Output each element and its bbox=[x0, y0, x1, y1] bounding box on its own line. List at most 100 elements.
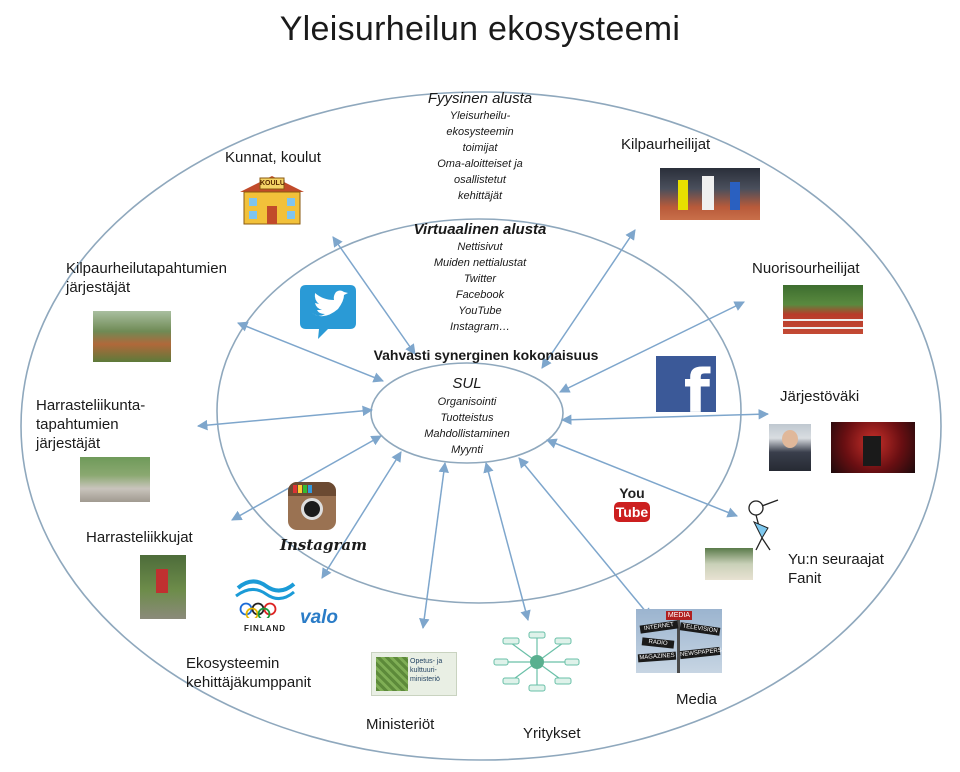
sign-magazines: MAGAZINES bbox=[637, 651, 677, 663]
physical-line: ekosysteemin bbox=[446, 126, 514, 138]
ministry-line: kulttuuri- bbox=[410, 667, 437, 674]
instagram-stripe bbox=[298, 485, 302, 493]
label-kehittajat: Ekosysteemin kehittäjäkumppanit bbox=[186, 654, 311, 692]
virtual-line: Muiden nettialustat bbox=[433, 257, 527, 269]
virtual-line: Facebook bbox=[455, 289, 505, 301]
physical-line: osallistetut bbox=[454, 174, 506, 186]
media-signpost: MEDIA INTERNET TELEVISION RADIO MAGAZINE… bbox=[636, 609, 722, 673]
harrastetapahtumat-photo bbox=[80, 457, 150, 502]
label-line: kehittäjäkumppanit bbox=[186, 674, 312, 691]
facebook-logo: f bbox=[656, 356, 716, 412]
youtube-logo: You Tube bbox=[614, 485, 650, 525]
sign-newspapers: NEWSPAPERS bbox=[679, 646, 722, 660]
label-nuoriso: Nuorisourheilijat bbox=[752, 260, 860, 277]
outer-ellipse bbox=[20, 91, 942, 761]
network-drawing bbox=[493, 631, 580, 692]
olympic-rings-icon bbox=[235, 579, 296, 621]
label-yritykset: Yritykset bbox=[523, 725, 581, 742]
sign-television: TELEVISION bbox=[679, 622, 721, 636]
school-icon: KOULU bbox=[236, 170, 308, 226]
harrasteliikkujat-photo bbox=[140, 555, 186, 619]
physical-platform-heading: Fyysinen alusta bbox=[427, 90, 533, 107]
label-kilpaurheilijat: Kilpaurheilijat bbox=[621, 136, 711, 153]
arrow-kilpailutapahtumat bbox=[237, 321, 384, 383]
ministry-line: ministeriö bbox=[410, 676, 440, 683]
arrow-nuoriso bbox=[559, 301, 745, 393]
runner-figure bbox=[678, 180, 688, 210]
arrow-harrasteliikkujat bbox=[231, 435, 382, 521]
virtual-line: Twitter bbox=[463, 273, 497, 285]
yritykset-network-graphic bbox=[493, 631, 581, 693]
arrow-kehittajat bbox=[321, 451, 402, 579]
virtual-platform: Virtuaalinen alusta Nettisivut Muiden ne… bbox=[390, 222, 570, 335]
label-harrasteliikkujat: Harrasteliikkujat bbox=[86, 529, 193, 546]
sul-line: Mahdollistaminen bbox=[424, 428, 510, 440]
sul-line: Myynti bbox=[451, 444, 483, 456]
valo-logo: valo bbox=[300, 607, 339, 628]
arrow-ministeriot bbox=[419, 461, 449, 630]
physical-line: Oma-aloitteiset ja bbox=[437, 158, 523, 170]
jarjestovaki-photo-person bbox=[769, 424, 811, 471]
school-drawing bbox=[240, 176, 304, 225]
arrow-kunnat bbox=[332, 236, 416, 355]
fan-cartoon-drawing bbox=[748, 499, 779, 551]
virtual-line: Instagram… bbox=[450, 321, 510, 333]
youtube-you: You bbox=[619, 485, 645, 501]
fanit-photo bbox=[705, 548, 753, 580]
instagram-stripe bbox=[293, 485, 297, 493]
sul-heading: SUL bbox=[452, 375, 482, 392]
nuoriso-photo bbox=[783, 285, 863, 334]
sign-radio: RADIO bbox=[641, 637, 675, 649]
physical-platform: Fyysinen alusta Yleisurheilu- ekosysteem… bbox=[400, 91, 560, 204]
track-line bbox=[783, 327, 863, 329]
ministry-emblem bbox=[376, 657, 408, 691]
kilpailutapahtumat-photo bbox=[93, 311, 171, 362]
instagram-wordmark: Instagram bbox=[280, 536, 367, 554]
sul-center: SUL Organisointi Tuotteistus Mahdollista… bbox=[392, 374, 542, 458]
signpost-pole bbox=[677, 617, 680, 673]
virtual-line: YouTube bbox=[458, 305, 502, 317]
arrow-fanit bbox=[546, 438, 738, 518]
label-line: järjestäjät bbox=[36, 435, 101, 452]
ministry-line: Opetus- ja bbox=[410, 658, 443, 665]
runner-figure bbox=[156, 569, 168, 593]
finland-text: FINLAND bbox=[243, 624, 287, 633]
jarjestovaki-photo-event bbox=[831, 422, 915, 473]
ministry-logo: Opetus- ja kulttuuri- ministeriö bbox=[371, 652, 457, 696]
label-kunnat: Kunnat, koulut bbox=[225, 149, 321, 166]
label-harrastetapahtumat: Harrasteliikunta- tapahtumien järjestäjä… bbox=[36, 396, 145, 453]
sul-line: Organisointi bbox=[437, 396, 497, 408]
synergy-label: Vahvasti synerginen kokonaisuus bbox=[373, 347, 599, 363]
physical-line: kehittäjät bbox=[457, 190, 503, 202]
twitter-logo bbox=[298, 283, 358, 341]
runner-figure bbox=[730, 182, 740, 210]
person-head bbox=[782, 430, 798, 448]
arrow-yritykset bbox=[483, 461, 531, 622]
virtual-platform-heading: Virtuaalinen alusta bbox=[413, 221, 547, 238]
instagram-stripe bbox=[303, 485, 307, 493]
label-line: Harrasteliikunta- bbox=[36, 397, 146, 414]
person-silhouette bbox=[863, 436, 881, 466]
instagram-logo bbox=[288, 482, 336, 530]
arrow-jarjestovaki bbox=[560, 409, 770, 425]
label-line: järjestäjät bbox=[66, 279, 131, 296]
olympic-finland-logo: FINLAND bbox=[232, 574, 298, 636]
sign-internet: INTERNET bbox=[639, 620, 679, 634]
arrow-harrastetapahtumat bbox=[196, 405, 374, 431]
arrows bbox=[196, 229, 770, 630]
kilpaurheilijat-photo bbox=[660, 168, 760, 220]
track-line bbox=[783, 319, 863, 321]
school-sign: KOULU bbox=[260, 180, 285, 187]
label-jarjestovaki: Järjestöväki bbox=[780, 388, 860, 405]
label-media: Media bbox=[676, 691, 717, 708]
label-fanit: Yu:n seuraajat Fanit bbox=[788, 550, 884, 588]
arrow-kilpaurheilijat bbox=[541, 229, 636, 369]
label-line: Fanit bbox=[788, 570, 822, 587]
instagram-stripe bbox=[308, 485, 312, 493]
physical-line: Yleisurheilu- bbox=[449, 110, 511, 122]
youtube-tube: Tube bbox=[614, 502, 650, 522]
label-line: Ekosysteemin bbox=[186, 655, 280, 672]
facebook-icon: f bbox=[683, 357, 710, 412]
